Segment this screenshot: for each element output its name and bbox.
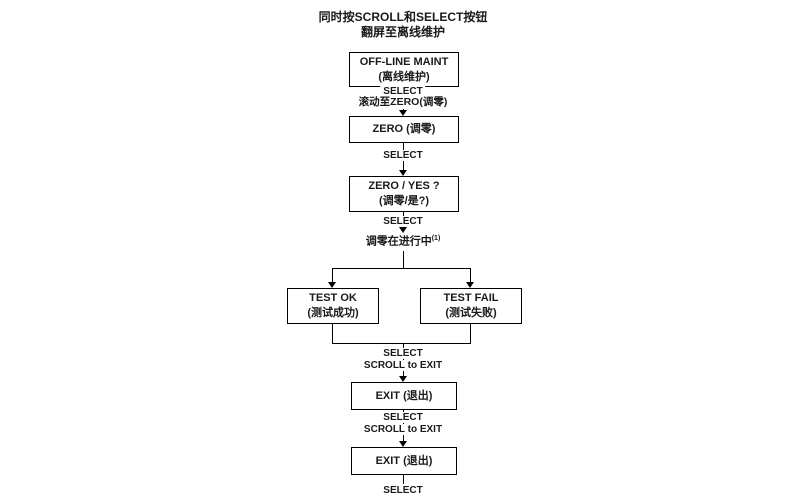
- box-zero-line1: ZERO (调零): [372, 123, 436, 136]
- connector-line: [332, 322, 333, 343]
- box-test-ok-line2: (测试成功): [307, 307, 359, 319]
- connector-line: [403, 473, 404, 484]
- arrow-down-icon: [399, 376, 407, 382]
- box-exit-2: EXIT (退出): [351, 447, 457, 475]
- box-exit-1: EXIT (退出): [351, 382, 457, 410]
- box-test-fail-line1: TEST FAIL: [443, 292, 499, 305]
- box-zero-yes: ZERO / YES ? (调零/是?): [349, 176, 459, 212]
- box-test-ok: TEST OK (测试成功): [287, 288, 379, 324]
- box-exit-2-line1: EXIT (退出): [375, 454, 433, 467]
- label-scroll-to-zero: 滚动至ZERO(调零): [355, 96, 451, 109]
- connector-line: [403, 343, 404, 376]
- footnote-marker: (1): [431, 235, 441, 242]
- arrow-down-icon: [399, 227, 407, 233]
- label-select-5: SELECT: [380, 412, 426, 423]
- connector-line: [470, 268, 471, 282]
- merge-line: [332, 343, 471, 344]
- box-test-ok-line1: TEST OK: [309, 292, 357, 305]
- label-zero-in-progress: 调零在进行中(1): [362, 235, 444, 248]
- box-exit-1-line1: EXIT (退出): [375, 389, 433, 402]
- connector-line: [470, 322, 471, 343]
- arrow-down-icon: [399, 170, 407, 176]
- arrow-down-icon: [399, 441, 407, 447]
- box-test-fail: TEST FAIL (测试失败): [420, 288, 522, 324]
- box-zero-yes-line2: (调零/是?): [378, 195, 430, 207]
- label-select-3: SELECT: [380, 216, 426, 227]
- label-scroll-to-exit-1: SCROLL to EXIT: [360, 360, 446, 371]
- zero-in-progress-text: 调零在进行中: [365, 235, 432, 248]
- label-select-4: SELECT: [380, 348, 426, 359]
- label-select-6: SELECT: [380, 485, 426, 496]
- arrow-down-icon: [328, 282, 336, 288]
- arrow-down-icon: [399, 110, 407, 116]
- box-offline-maint-line1: OFF-LINE MAINT: [359, 55, 449, 68]
- box-offline-maint: OFF-LINE MAINT (离线维护): [349, 52, 459, 87]
- header-line-2: 翻屏至离线维护: [360, 25, 446, 39]
- connector-line: [332, 268, 333, 282]
- label-select-1: SELECT: [380, 86, 426, 97]
- header-line-1: 同时按SCROLL和SELECT按钮: [318, 10, 488, 24]
- box-zero: ZERO (调零): [349, 116, 459, 143]
- box-offline-maint-line2: (离线维护): [378, 70, 430, 83]
- label-scroll-to-exit-2: SCROLL to EXIT: [360, 424, 446, 435]
- box-test-fail-line2: (测试失败): [445, 307, 497, 319]
- arrow-down-icon: [466, 282, 474, 288]
- branch-line: [332, 268, 471, 269]
- label-select-2: SELECT: [380, 150, 426, 161]
- box-zero-yes-line1: ZERO / YES ?: [368, 180, 440, 193]
- connector-line: [403, 251, 404, 268]
